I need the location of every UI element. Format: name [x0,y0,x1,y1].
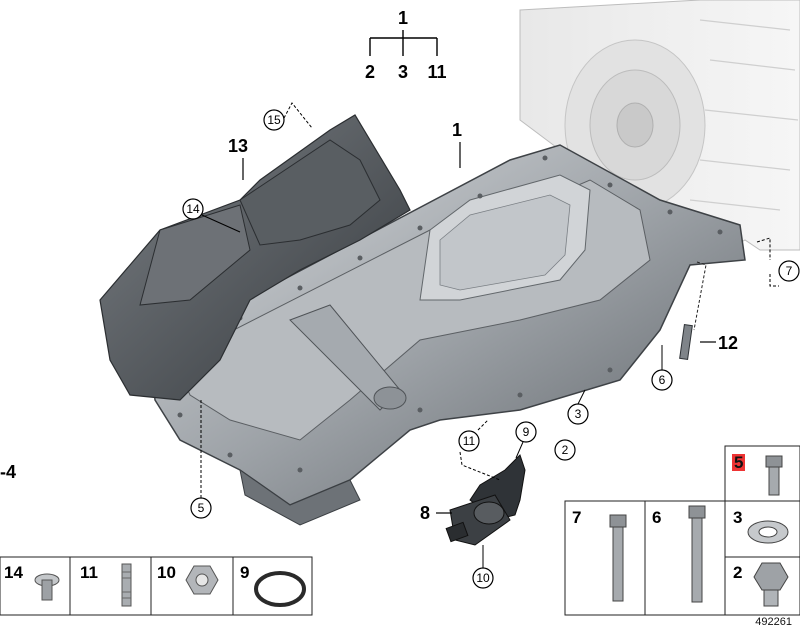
callout-9: 9 [515,421,537,459]
tree-child-2: 3 [398,62,408,82]
diagram-id: 492261 [755,616,792,628]
callout-1: 1 [452,120,462,140]
part-nut-10 [185,565,219,595]
part-clip-14 [34,573,60,601]
top-tree: 1 2 3 11 [365,8,447,82]
table-num-7: 7 [572,508,582,527]
callout-15: 15 [263,102,313,131]
callout-7: 7 [756,237,800,287]
svg-text:7: 7 [786,264,793,278]
svg-text:3: 3 [575,407,582,421]
callout-5: 5 [190,400,212,519]
svg-text:15: 15 [267,113,281,127]
table-num-6: 6 [652,508,662,527]
table-num-11: 11 [80,563,98,582]
callout-8: 8 [420,503,430,523]
svg-text:10: 10 [476,571,490,585]
tree-child-3: 11 [427,62,446,82]
callout-6: 6 [651,345,673,391]
table-num-9: 9 [240,563,250,582]
oil-pan [149,144,746,526]
svg-text:14: 14 [186,202,200,216]
callout-10: 10 [472,545,494,589]
callout-11: 11 [458,419,501,481]
svg-text:9: 9 [523,425,530,439]
svg-text:2: 2 [562,443,569,457]
part-oring-9 [254,571,306,607]
callout-12: 12 [718,333,738,353]
tree-root: 1 [398,8,408,28]
part-drain-plug-2 [753,562,789,607]
svg-text:11: 11 [463,434,476,448]
callout-left: -4 [0,462,16,482]
callout-14: 14 [182,198,241,233]
part-stud-11 [121,563,132,607]
guide-pin [679,261,707,360]
part-long-bolt-7 [609,514,627,602]
part-washer-3 [747,520,789,544]
tree-child-1: 2 [365,62,375,82]
table-num-3: 3 [733,508,743,527]
svg-text:6: 6 [659,373,666,387]
parts-table-right [564,445,800,616]
circled-callouts: 15 14 7 6 3 2 9 [182,102,800,589]
callout-3: 3 [567,389,589,425]
table-num-2: 2 [733,563,743,582]
parts-table-bottom [0,556,313,616]
part-bolt-5 [765,455,783,496]
svg-text:5: 5 [198,501,205,515]
table-num-14: 14 [4,563,23,582]
oil-level-sensor [445,454,526,546]
part-long-bolt-6 [688,505,706,603]
table-num-10: 10 [157,563,176,582]
callout-13: 13 [228,136,248,156]
oil-deflector [99,114,411,401]
callout-2: 2 [554,439,576,461]
plain-callouts: 1 13 12 8 -4 [0,120,738,523]
table-num-5-highlight: 5 [732,453,746,472]
